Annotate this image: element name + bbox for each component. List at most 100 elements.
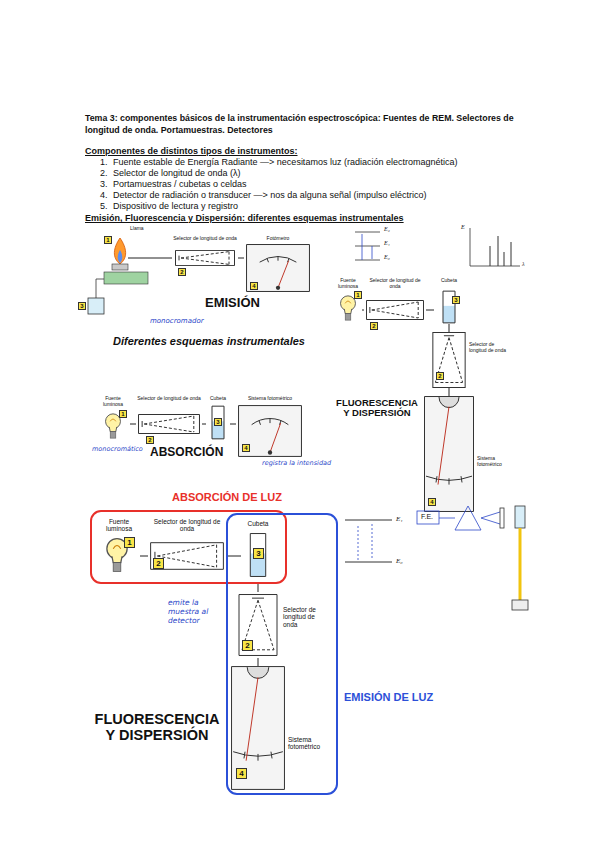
component-box: Sistema fotométrico <box>424 396 514 512</box>
transition-arrows <box>362 234 372 260</box>
component-label: Selector de longitud de onda <box>469 342 511 354</box>
flame <box>114 238 125 264</box>
handwritten-note: emite la muestra al detector <box>168 598 222 625</box>
list-number: 2. <box>100 168 108 179</box>
spectrum-axes <box>470 228 520 266</box>
cuvette <box>515 506 525 528</box>
body-text: Dispositivo de lectura y registro <box>113 201 238 212</box>
list-number: 5. <box>100 201 108 212</box>
list-number: 4. <box>100 190 108 201</box>
section-heading: Emisión, Fluorescencia y Dispersión: dif… <box>85 213 404 224</box>
component-label: Selector de longitud de onda <box>283 606 331 628</box>
wavelength-selector <box>176 250 235 265</box>
light-path <box>230 424 236 425</box>
handwritten-note: registra la intensidad <box>262 460 331 468</box>
photometer <box>247 245 310 292</box>
component-label: Sistema fotométrico <box>477 456 513 468</box>
beam <box>481 512 500 524</box>
cuvette <box>250 534 265 577</box>
slit <box>500 508 504 528</box>
callout-number: 2 <box>436 372 444 380</box>
wavelength-selector <box>139 415 200 434</box>
light-path <box>258 658 259 666</box>
sample-beaker <box>88 298 104 314</box>
callout-number: 3 <box>78 302 86 310</box>
photometric-system <box>239 406 302 457</box>
cuvette <box>212 406 224 439</box>
section-heading: Componentes de distintos tipos de instru… <box>85 146 298 157</box>
energy-levels <box>355 232 380 260</box>
transition-lines <box>358 524 372 560</box>
callout-number: 1 <box>104 236 112 244</box>
callout-number: 1 <box>354 291 362 299</box>
axis-label: E <box>461 224 465 231</box>
emitted-light <box>519 528 522 600</box>
callout-number: 3 <box>253 548 264 559</box>
component-box: Selector de longitud de onda <box>172 236 238 270</box>
axis-label: E₂ <box>384 226 390 233</box>
emission-lines <box>490 236 511 266</box>
light-path <box>226 556 241 557</box>
component-label: Cubeta <box>434 278 464 284</box>
component-box: Fuente luminosa <box>98 518 140 578</box>
axis-label: E₀ <box>384 254 390 261</box>
component-label: Fotómetro <box>244 236 312 242</box>
component-box: Selector de longitud de onda <box>364 278 426 322</box>
region-box: EMISIÓN DE LUZCubetaSelector de longitud… <box>226 513 338 795</box>
photometric-system <box>232 667 285 790</box>
axis-label: E₁ <box>396 515 403 523</box>
light-path <box>130 424 136 425</box>
light-path <box>238 258 244 259</box>
sample-tube <box>96 279 104 298</box>
component-label: Cubeta <box>206 396 230 402</box>
handwritten-note: monocromador <box>150 317 204 325</box>
diagram-heading: FLUORESCENCIA Y DISPERSIÓN <box>90 712 224 744</box>
callout-number: 3 <box>214 418 222 426</box>
callout-number: 4 <box>250 282 258 290</box>
component-label: Fuente luminosa <box>334 278 362 290</box>
wavelength-selector <box>239 595 277 656</box>
list-number: 3. <box>100 179 108 190</box>
axis-label: E₀ <box>396 557 403 565</box>
component-label: Sistema fotométrico <box>236 396 304 402</box>
body-text: Fuente estable de Energía Radiante —> ne… <box>113 157 457 168</box>
burner <box>112 264 128 270</box>
list-number: 1. <box>100 157 108 168</box>
component-label: Fuente luminosa <box>96 396 130 408</box>
wavelength-selector <box>151 543 224 570</box>
axis-label: λ <box>522 261 525 268</box>
body-text: Portamuestras / cubetas o celdas <box>113 179 247 190</box>
body-text: F.E. <box>421 513 433 521</box>
component-label: Selector de longitud de onda <box>136 396 202 402</box>
light-path <box>140 556 148 557</box>
light-path <box>449 324 450 332</box>
light-path <box>150 258 172 259</box>
component-label: Sistema fotométrico <box>288 736 330 751</box>
beam <box>439 518 455 519</box>
body-text: Selector de longitud de onda (λ) <box>113 168 241 179</box>
callout-number: 3 <box>452 296 460 304</box>
callout-number: 2 <box>370 322 378 330</box>
region-heading: EMISIÓN DE LUZ <box>344 691 454 704</box>
component-box: Selector de longitud de onda <box>136 396 202 436</box>
component-box: Selector de longitud de onda <box>432 332 512 388</box>
callout-number: 2 <box>242 640 253 651</box>
component-box: Fuente luminosa <box>96 396 130 442</box>
component-label: Llama <box>130 226 150 232</box>
light-path <box>202 424 206 425</box>
callout-number: 4 <box>428 498 436 506</box>
axis-label: E₁ <box>384 240 390 247</box>
component-label: Selector de longitud de onda <box>172 236 238 242</box>
component-box: Fuente luminosa <box>334 278 362 324</box>
diagram-heading: EMISIÓN <box>205 296 260 310</box>
component-label: Fuente luminosa <box>98 518 140 533</box>
light-beam <box>128 258 150 259</box>
flame-core <box>118 250 123 263</box>
photometric-system <box>425 397 474 512</box>
light-path <box>449 388 450 396</box>
diagram-heading: FLUORESCENCIA Y DISPERSIÓN <box>332 398 422 419</box>
callout-number: 1 <box>119 410 127 418</box>
diagram-heading: ABSORCIÓN <box>150 446 223 459</box>
region-heading: ABSORCIÓN DE LUZ <box>172 491 302 504</box>
